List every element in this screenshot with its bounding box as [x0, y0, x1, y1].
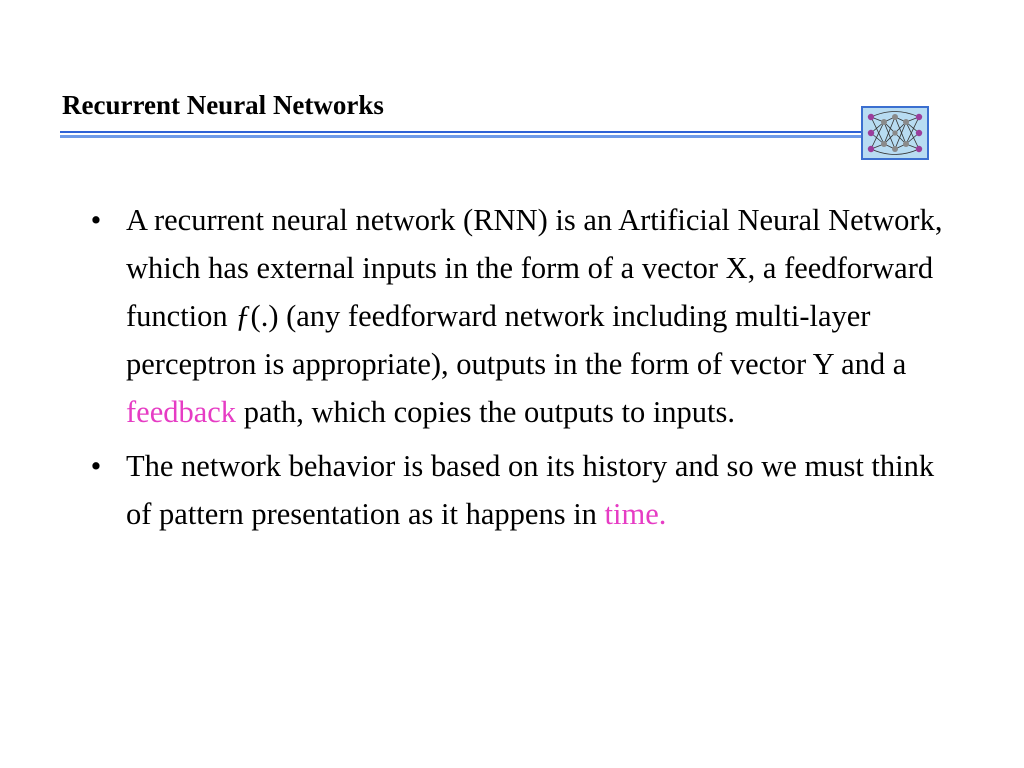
title-rule-line-upper	[60, 131, 870, 133]
bullet1-text-part2: (.) (any feedforward network including m…	[126, 299, 907, 381]
neural-network-icon	[861, 106, 929, 160]
bullet1-text-part3: path, which copies the outputs to inputs…	[236, 395, 736, 429]
highlight-time: time.	[604, 497, 667, 531]
bullet1-text-part1: A recurrent neural network (RNN) is an A…	[126, 203, 943, 333]
title-rule-line-lower	[60, 135, 870, 138]
bullet-marker: •	[90, 203, 102, 237]
bullet-item-network-history: • The network behavior is based on its h…	[86, 442, 966, 538]
highlight-feedback: feedback	[126, 395, 237, 429]
bullet-list: • A recurrent neural network (RNN) is an…	[86, 196, 966, 544]
neural-network-icon-graphic	[867, 111, 923, 155]
function-symbol: ƒ	[235, 299, 251, 333]
slide-title: Recurrent Neural Networks	[62, 90, 384, 120]
bullet-marker: •	[90, 449, 102, 483]
bullet-item-rnn-definition: • A recurrent neural network (RNN) is an…	[86, 196, 966, 436]
bullet2-text-part1: The network behavior is based on its his…	[126, 449, 935, 531]
title-rule	[60, 131, 870, 138]
